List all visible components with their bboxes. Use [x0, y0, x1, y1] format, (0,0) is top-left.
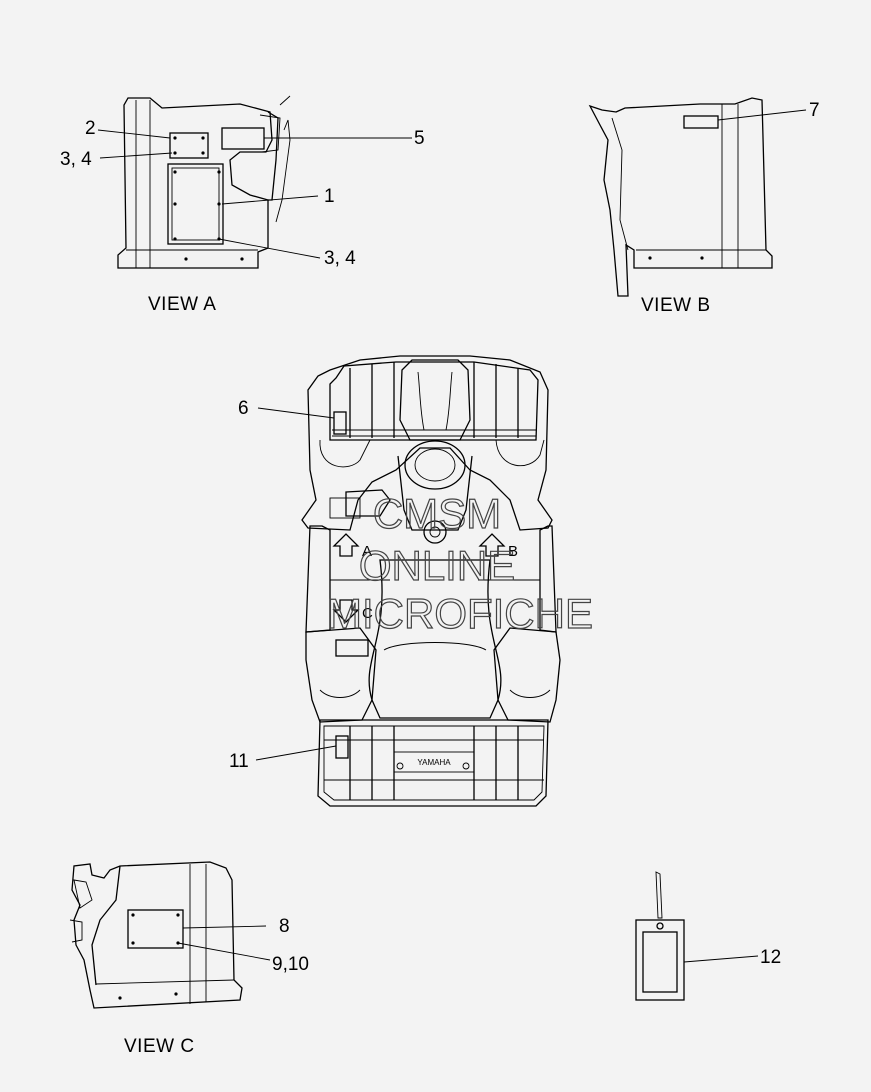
- callout-1: 1: [324, 186, 335, 207]
- hang-tag-drawing: [635, 871, 759, 1001]
- watermark-line-3: MICROFICHE: [327, 590, 593, 637]
- view-b-drawing: [588, 97, 807, 297]
- view-c-drawing: [69, 861, 271, 1009]
- view-a-drawing: [97, 95, 412, 269]
- callout-2: 2: [85, 118, 96, 139]
- callout-12: 12: [760, 947, 781, 968]
- callout-3-4-upper: 3, 4: [60, 149, 92, 170]
- watermark-line-2: ONLINE: [359, 542, 515, 589]
- arrow-label-a: A: [362, 543, 372, 560]
- view-a-title: VIEW A: [148, 294, 216, 315]
- arrow-label-c: C: [362, 605, 373, 622]
- callout-8: 8: [279, 916, 290, 937]
- callout-9-10: 9,10: [272, 954, 309, 975]
- callout-3-4-lower: 3, 4: [324, 248, 356, 269]
- watermark-line-1: CMSM: [373, 490, 501, 537]
- view-b-title: VIEW B: [641, 295, 711, 316]
- callout-6: 6: [238, 398, 249, 419]
- atv-top-view: [255, 355, 561, 807]
- brand-plate: YAMAHA: [417, 758, 451, 767]
- callout-5: 5: [414, 128, 425, 149]
- callout-11: 11: [229, 751, 249, 772]
- callout-7: 7: [809, 100, 820, 121]
- view-c-title: VIEW C: [124, 1036, 195, 1057]
- arrow-label-b: B: [508, 543, 518, 560]
